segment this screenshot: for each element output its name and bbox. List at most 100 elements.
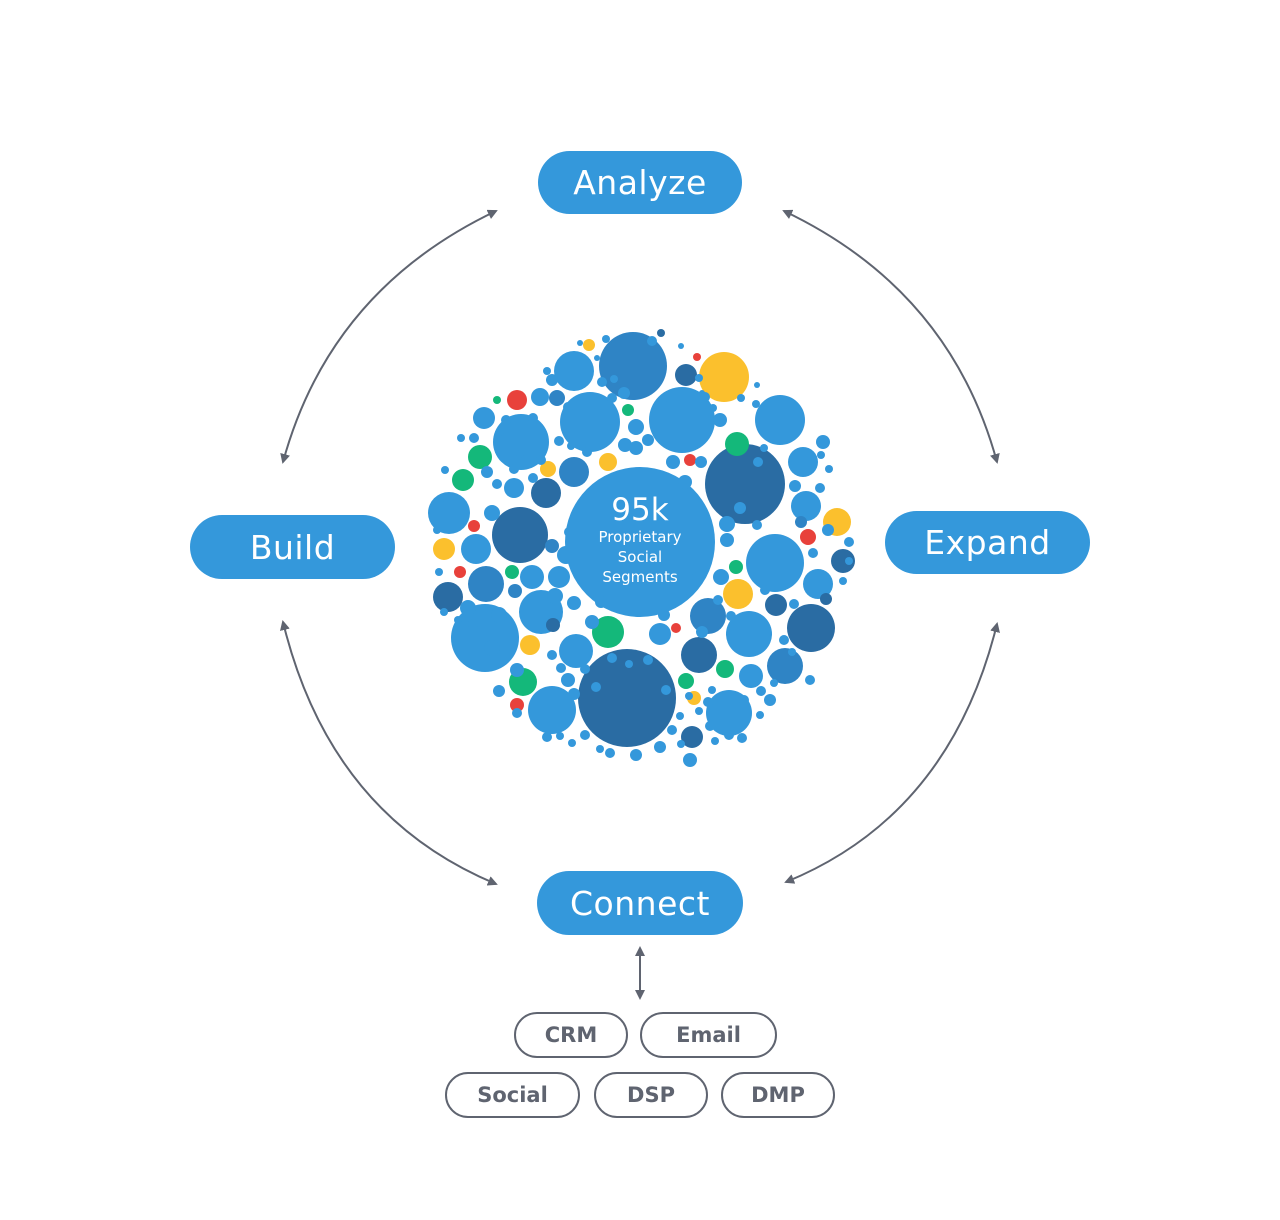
segment-bubble: [516, 450, 524, 458]
channel-social-button[interactable]: Social: [445, 1072, 580, 1118]
segment-bubble: [507, 390, 527, 410]
segment-bubble: [594, 355, 600, 361]
segment-bubble: [647, 336, 657, 346]
channel-email-button[interactable]: Email: [640, 1012, 777, 1058]
segment-bubble: [605, 748, 615, 758]
segment-bubble: [723, 579, 753, 609]
segment-bubble: [695, 374, 703, 382]
segment-bubble: [491, 607, 507, 623]
segment-bubble: [520, 565, 544, 589]
stage-analyze-button[interactable]: Analyze: [538, 151, 742, 214]
segment-bubble: [435, 568, 443, 576]
segment-bubble: [845, 557, 853, 565]
segment-bubble: [607, 653, 617, 663]
segment-bubble: [676, 712, 684, 720]
segment-bubble: [548, 566, 570, 588]
segment-bubble: [755, 395, 805, 445]
segment-bubble: [438, 494, 446, 502]
segment-bubble: [661, 685, 671, 695]
segment-bubble: [520, 635, 540, 655]
segment-bubble: [713, 595, 723, 605]
segment-bubble: [800, 529, 816, 545]
segment-bubble: [699, 352, 749, 402]
segment-bubble: [559, 634, 593, 668]
segment-bubble: [492, 507, 548, 563]
segment-bubble: [725, 432, 749, 456]
segment-bubble: [504, 478, 524, 498]
segment-bubble: [671, 623, 681, 633]
stage-connect-button[interactable]: Connect: [537, 871, 743, 935]
segment-bubble: [719, 516, 735, 532]
segment-bubble: [822, 524, 834, 536]
stage-expand-button[interactable]: Expand: [885, 511, 1090, 574]
segment-bubble: [695, 456, 707, 468]
segment-bubble: [610, 375, 618, 383]
segment-bubble: [720, 533, 734, 547]
segment-bubble: [582, 447, 592, 457]
channel-dmp-button[interactable]: DMP: [721, 1072, 835, 1118]
segment-bubble: [457, 434, 465, 442]
segment-bubble: [760, 585, 770, 595]
segment-bubble: [752, 400, 760, 408]
segment-bubble: [510, 698, 524, 712]
segment-bubble: [817, 451, 825, 459]
segment-bubble: [726, 611, 736, 621]
center-segment-bubble: [565, 467, 715, 617]
segment-bubble: [734, 502, 746, 514]
segment-bubble: [460, 600, 476, 616]
segment-bubble: [649, 623, 671, 645]
segment-bubble: [681, 637, 717, 673]
segment-bubble: [505, 565, 519, 579]
segment-bubble: [643, 655, 653, 665]
segment-bubble: [557, 546, 575, 564]
segment-bubble: [536, 455, 546, 465]
segment-bubble: [567, 442, 575, 450]
segment-bubble: [839, 577, 847, 585]
segment-bubble: [678, 673, 694, 689]
segment-bubble: [681, 726, 703, 748]
segment-bubble: [568, 688, 580, 700]
segment-bubble: [567, 596, 581, 610]
segment-bubble: [779, 635, 789, 645]
segment-bubble: [580, 730, 590, 740]
segment-bubble: [739, 664, 763, 688]
segment-bubble: [684, 454, 696, 466]
segment-bubble: [753, 457, 763, 467]
segment-bubble: [767, 648, 803, 684]
segment-bubble: [602, 335, 610, 343]
segment-bubble: [618, 438, 632, 452]
segment-bubble: [469, 433, 479, 443]
segment-bubble: [726, 611, 772, 657]
segment-bubble: [844, 537, 854, 547]
segment-bubble: [654, 741, 666, 753]
segment-bubble: [695, 707, 703, 715]
segment-bubble: [690, 598, 726, 634]
segment-bubble: [433, 526, 441, 534]
segment-bubble: [554, 351, 594, 391]
segment-bubble: [666, 455, 680, 469]
segment-bubble: [696, 626, 708, 638]
segment-bubble: [713, 413, 727, 427]
segment-bubble: [658, 609, 670, 621]
segment-bubble: [452, 469, 474, 491]
segment-bubble: [705, 721, 715, 731]
segment-bubble: [788, 447, 818, 477]
segment-bubble: [563, 402, 573, 412]
segment-bubble: [678, 475, 692, 489]
channel-dsp-button[interactable]: DSP: [594, 1072, 708, 1118]
segment-bubble: [709, 404, 717, 412]
channel-crm-button[interactable]: CRM: [514, 1012, 628, 1058]
segment-bubble: [737, 394, 745, 402]
segment-bubble: [770, 679, 778, 687]
segment-bubble: [795, 516, 807, 528]
stage-build-button[interactable]: Build: [190, 515, 395, 579]
segment-bubble: [451, 604, 519, 672]
segment-bubble: [808, 548, 818, 558]
segment-bubble: [649, 387, 715, 453]
segment-bubble: [508, 584, 522, 598]
segment-bubble: [803, 569, 833, 599]
arrow-analyze-build: [280, 209, 498, 464]
segment-bubble: [585, 615, 599, 629]
segment-bubble: [693, 353, 701, 361]
segment-bubble: [752, 520, 762, 530]
